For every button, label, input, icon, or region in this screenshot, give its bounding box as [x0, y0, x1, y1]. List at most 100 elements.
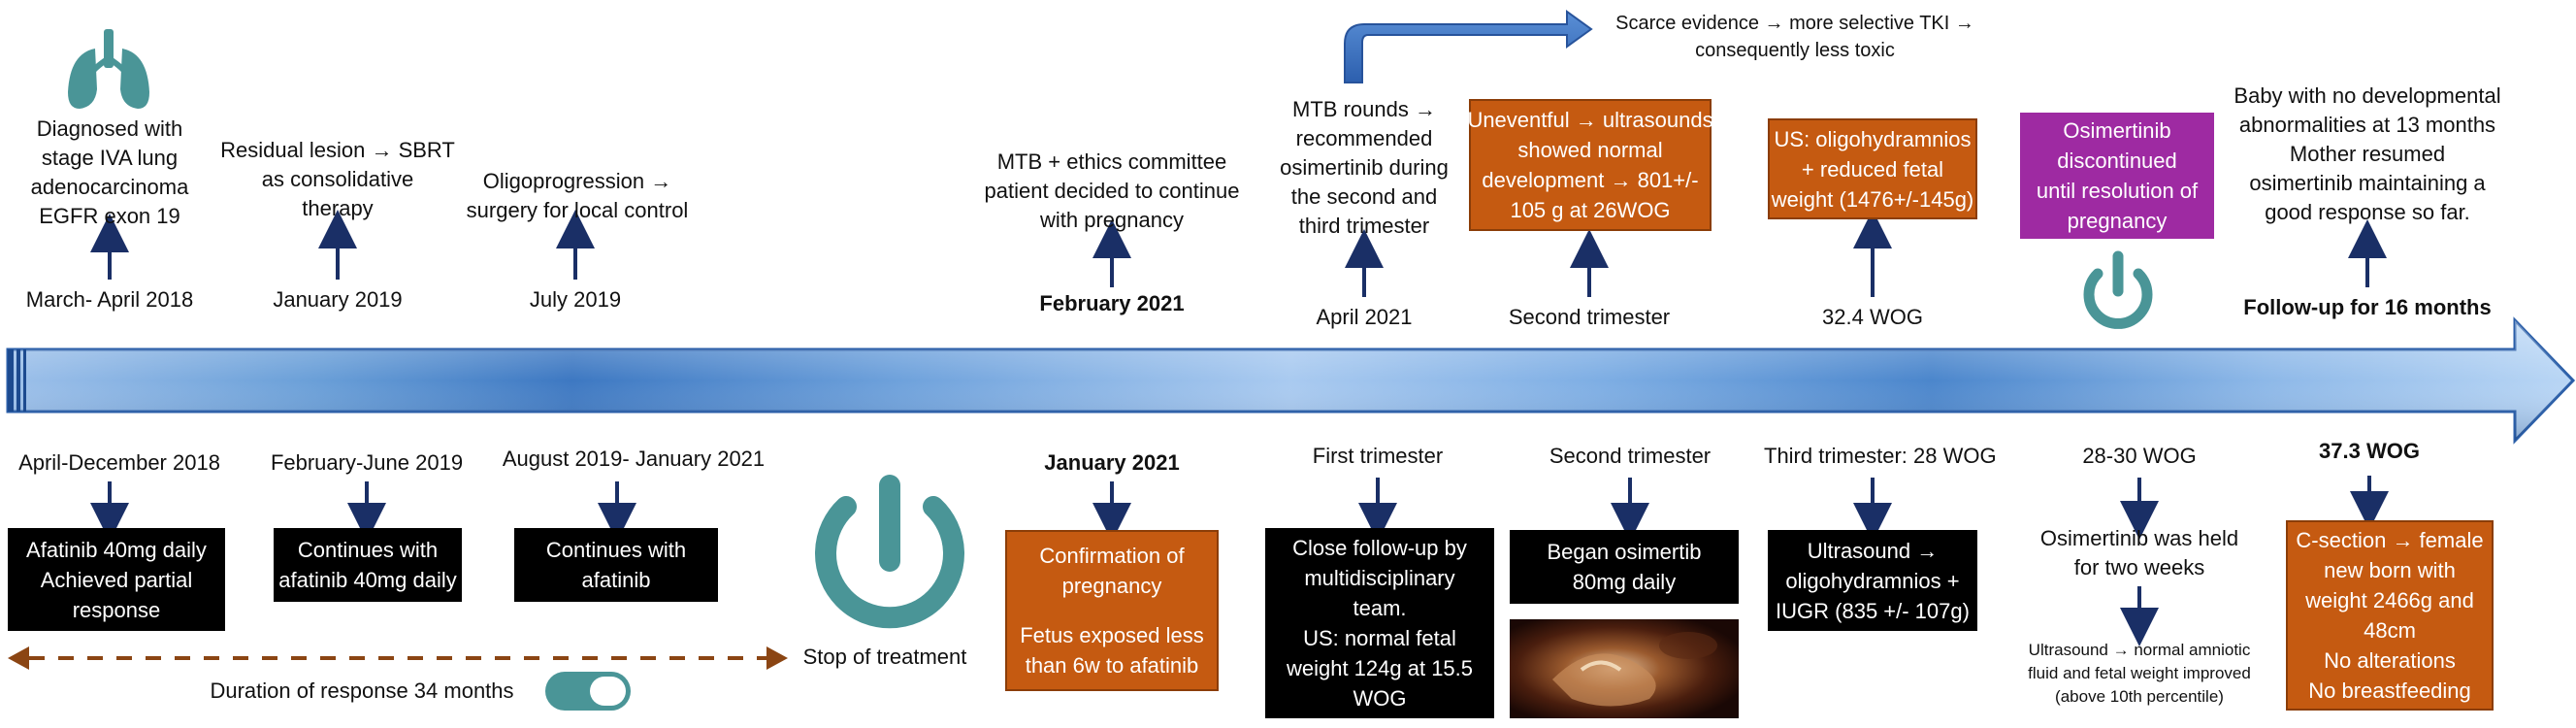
- duration-arrow: [8, 646, 788, 670]
- box-text: Close follow-up by: [1292, 536, 1467, 560]
- power-icon: [815, 475, 964, 629]
- event-box-second-trimester: Uneventful → ultrasounds showed normal d…: [1467, 99, 1713, 231]
- event-text: Baby with no developmental: [2234, 83, 2501, 108]
- box-text: 105 g at 26WOG: [1510, 198, 1671, 222]
- box-text: development → 801+/-: [1482, 168, 1699, 192]
- box-text: No breastfeeding: [2308, 678, 2471, 703]
- date-label: Second trimester: [1549, 444, 1712, 468]
- box-text: afatinib 40mg daily: [278, 568, 457, 592]
- event-text: as consolidative: [261, 167, 414, 191]
- event-text: surgery for local control: [466, 198, 689, 222]
- event-text: MTB rounds →: [1292, 97, 1436, 121]
- event-text: Diagnosed with: [36, 116, 183, 141]
- date-label: February 2021: [1039, 291, 1185, 315]
- box-text: US: normal fetal: [1303, 626, 1456, 650]
- date-label: Follow-up for 16 months: [2243, 295, 2492, 319]
- date-label: First trimester: [1312, 444, 1444, 468]
- event-text-osimertinib-held: Osimertinib was held for two weeks: [2013, 524, 2266, 582]
- event-box-began-osimertib: Began osimertib 80mg daily: [1510, 530, 1739, 604]
- box-text: Continues with: [297, 538, 439, 562]
- top-event-mtb-rounds: MTB rounds → recommended osimertinib dur…: [1267, 95, 1461, 241]
- event-text-ultrasound-normal: Ultrasound → normal amniotic fluid and f…: [1999, 639, 2280, 709]
- event-text: with pregnancy: [1040, 208, 1184, 232]
- note-text: consequently less toxic: [1695, 40, 1895, 61]
- event-text: osimertinib during: [1280, 155, 1449, 180]
- duration-label: Duration of response 34 months: [210, 678, 514, 703]
- box-text: C-section → female: [2296, 528, 2484, 552]
- box-text: showed normal: [1517, 138, 1663, 162]
- event-text: fluid and fetal weight improved: [2028, 664, 2251, 682]
- event-box-osimertinib-discontinued: Osimertinib discontinued until resolutio…: [2020, 113, 2214, 239]
- date-label: March- April 2018: [25, 287, 194, 312]
- box-text: team.: [1353, 596, 1407, 620]
- box-text: + reduced fetal: [1801, 156, 1944, 182]
- top-event-follow-up: Baby with no developmental abnormalities…: [2232, 82, 2503, 227]
- event-text: adenocarcinoma: [30, 175, 189, 199]
- date-label: 32.4 WOG: [1822, 305, 1923, 329]
- box-text: Fetus exposed less: [1020, 623, 1204, 647]
- event-text: Oligoprogression →: [482, 169, 672, 193]
- event-text: Residual lesion → SBRT: [220, 138, 455, 162]
- box-text: 48cm: [2364, 618, 2416, 643]
- box-text: Achieved partial: [40, 567, 193, 592]
- event-text: the second and: [1290, 184, 1438, 209]
- box-text: Confirmation of: [1039, 544, 1185, 568]
- box-text: Ultrasound →: [1807, 538, 1939, 563]
- box-text: new born with: [2324, 558, 2456, 582]
- box-text: weight 2466g and: [2305, 588, 2474, 612]
- timeline-arrow: [6, 316, 2576, 445]
- box-text: multidisciplinary: [1304, 566, 1455, 590]
- pill-icon: [545, 672, 631, 711]
- event-text: good response so far.: [2265, 200, 2470, 224]
- event-box-first-trimester: Close follow-up by multidisciplinary tea…: [1265, 528, 1494, 718]
- box-text: WOG: [1353, 686, 1407, 711]
- date-label: April 2021: [1316, 305, 1413, 329]
- box-text: No alterations: [2324, 648, 2456, 673]
- box-text: Began osimertib: [1547, 540, 1702, 564]
- event-text: Mother resumed: [2289, 142, 2446, 166]
- top-connectors: [90, 210, 2387, 297]
- box-text: IUGR (835 +/- 107g): [1776, 598, 1970, 623]
- ultrasound-image: [1510, 619, 1739, 718]
- top-event-ethics: MTB + ethics committee patient decided t…: [976, 148, 1248, 235]
- event-box-third-trimester: Ultrasound → oligohydramnios + IUGR (835…: [1768, 530, 1977, 631]
- date-label: January 2019: [273, 287, 403, 312]
- box-text: weight (1476+/-145g): [1771, 186, 1974, 212]
- date-label: 37.3 WOG: [2319, 439, 2420, 463]
- date-label: 28-30 WOG: [2082, 444, 2197, 468]
- power-icon: [2083, 250, 2153, 329]
- box-text: Afatinib 40mg daily: [26, 537, 207, 562]
- event-text: third trimester: [1298, 214, 1430, 238]
- box-text: 80mg daily: [1572, 570, 1677, 594]
- event-text: stage IVA lung: [41, 146, 179, 170]
- event-box-afatinib: Afatinib 40mg daily Achieved partial res…: [8, 528, 225, 631]
- event-box-pregnancy-confirmation: Confirmation of pregnancy Fetus exposed …: [1005, 530, 1219, 691]
- event-text: recommended: [1295, 126, 1433, 150]
- box-text: Osimertinib: [2063, 118, 2171, 143]
- box-text: weight 124g at 15.5: [1286, 656, 1474, 680]
- date-label: January 2021: [1044, 450, 1180, 475]
- stop-of-treatment-label: Stop of treatment: [802, 645, 967, 669]
- event-text: for two weeks: [2073, 555, 2205, 579]
- top-event-surgery: Oligoprogression → surgery for local con…: [456, 167, 699, 225]
- date-label: February-June 2019: [270, 450, 464, 475]
- event-text: patient decided to continue: [984, 179, 1240, 203]
- note-text: Scarce evidence → more selective TKI →: [1615, 13, 1974, 34]
- top-event-sbrt: Residual lesion → SBRT as consolidative …: [212, 136, 464, 223]
- event-text: MTB + ethics committee: [996, 149, 1227, 174]
- scarce-evidence-note: Scarce evidence → more selective TKI → c…: [1581, 10, 2008, 64]
- box-text: pregnancy: [1061, 574, 1162, 598]
- box-text: Continues with: [545, 538, 687, 562]
- lungs-icon: [68, 29, 149, 109]
- date-label: Third trimester: 28 WOG: [1764, 444, 1997, 468]
- event-text: abnormalities at 13 months: [2238, 113, 2496, 137]
- box-text: Uneventful → ultrasounds: [1467, 108, 1713, 132]
- event-text: Ultrasound → normal amniotic: [2028, 641, 2251, 659]
- box-text: until resolution of: [2036, 179, 2199, 203]
- box-text: afatinib: [581, 568, 651, 592]
- bent-arrow: [1344, 10, 1593, 83]
- event-box-c-section: C-section → female new born with weight …: [2286, 520, 2494, 711]
- box-text: pregnancy: [2067, 209, 2168, 233]
- date-label: July 2019: [529, 287, 622, 312]
